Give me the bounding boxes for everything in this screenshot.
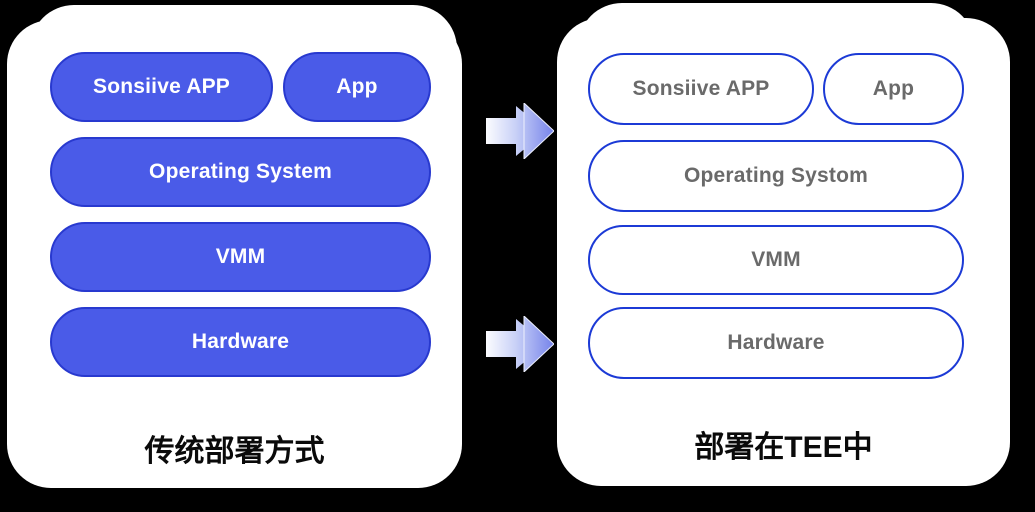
pill-app: App — [823, 53, 964, 125]
pill-label: Operating Systom — [683, 164, 869, 187]
pill-operating-system: Operating Systom — [588, 140, 964, 212]
pill-vmm: VMM — [50, 222, 431, 292]
pill-label: Hardware — [727, 331, 825, 354]
pill-label: App — [336, 75, 378, 98]
left-panel-caption: 传统部署方式 — [144, 435, 325, 468]
pill-operating-system: Operating System — [50, 137, 431, 207]
pill-label: VMM — [751, 248, 801, 271]
pill-label: Operating System — [149, 160, 332, 183]
pill-app: App — [283, 52, 431, 122]
pill-label: Hardware — [191, 330, 290, 353]
pill-label: VMM — [215, 245, 266, 268]
right-panel-caption: 部署在TEE中 — [694, 431, 873, 464]
tee-deployment-panel: Sonsiive APP App Operating Systom VMM Ha… — [557, 3, 1010, 486]
pill-sonsiive-app: Sonsiive APP — [588, 53, 814, 125]
pill-vmm: VMM — [588, 225, 964, 295]
pill-hardware: Hardware — [588, 307, 964, 379]
pill-label: Sonsiive APP — [632, 77, 770, 100]
pill-hardware: Hardware — [50, 307, 431, 377]
traditional-deployment-panel: Sonsiive APP App Operating System VMM Ha… — [7, 5, 462, 488]
pill-sonsiive-app: Sonsiive APP — [50, 52, 273, 122]
double-arrow-right-icon — [486, 316, 554, 372]
pill-label: App — [872, 77, 915, 100]
double-arrow-right-icon — [486, 103, 554, 159]
pill-label: Sonsiive APP — [92, 75, 230, 98]
